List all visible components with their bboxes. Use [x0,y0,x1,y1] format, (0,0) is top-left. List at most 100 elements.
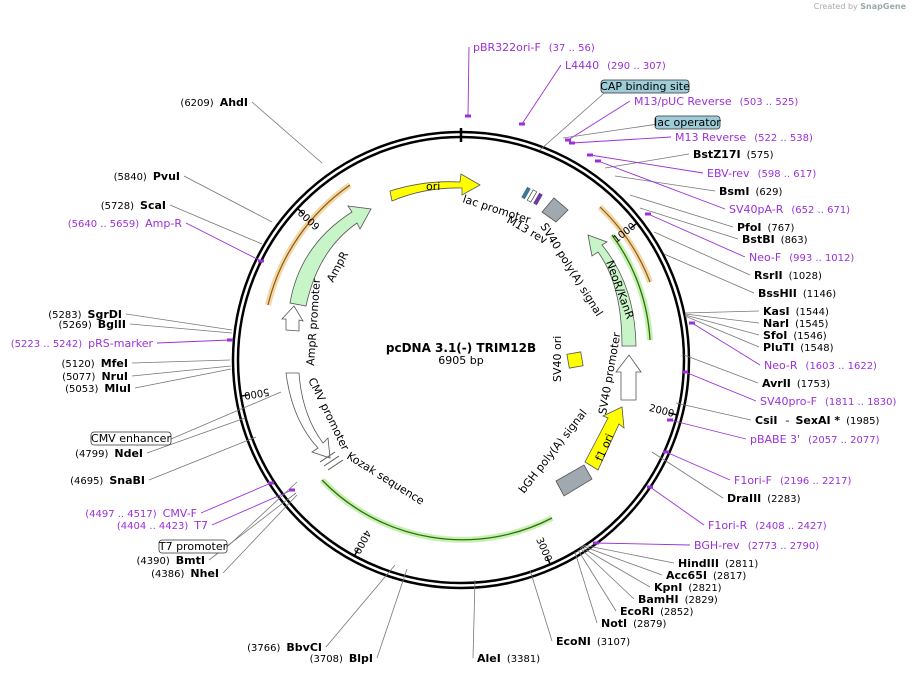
box-label-0[interactable]: CAP binding site [600,80,690,93]
enzyme-pos-32: (767) [768,223,795,234]
ampr-arrow [289,205,372,307]
enzyme-name-18[interactable]: BamHI [638,593,679,606]
enzyme-name-34[interactable]: BstZ17I [693,148,741,161]
enzyme-name-3[interactable]: SgrDI [88,308,122,321]
enzyme-name-8[interactable]: NdeI [114,447,143,460]
enzyme-pos-0: (6209) [180,98,213,109]
sv40-promoter-label: SV40 promoter [596,331,623,416]
primer-leader-14 [156,339,231,344]
enzyme-name-29[interactable]: BssHII [758,287,797,300]
box-frame-3 [158,539,228,554]
enzyme-leader-2 [169,204,263,245]
enzyme-name-30[interactable]: RsrII [754,269,783,282]
primer-name-9[interactable]: pBABE 3' [750,433,800,446]
primer-name-2[interactable]: M13/pUC Reverse [634,95,732,108]
box-label-1[interactable]: lac operator [654,116,721,129]
enzyme-pos-5: (5120) [61,359,94,370]
primer-leader-15 [200,482,272,514]
enzyme-name-28[interactable]: KasI [763,305,790,318]
enzyme-leader-20 [581,545,663,576]
f1-ori-arrow [584,406,625,471]
enzyme-name-22[interactable]: DraIII [727,492,761,505]
primer-name-3[interactable]: M13 Reverse [675,131,746,144]
enzyme-name-19[interactable]: KpnI [654,581,682,594]
box-frame-1 [654,115,721,130]
enzyme-name-1[interactable]: PvuI [153,170,180,183]
primer-name-11[interactable]: F1ori-R [708,519,748,532]
sexai-name[interactable]: SexAI * [795,414,840,427]
enzyme-name-21[interactable]: HindIII [678,557,719,570]
enzyme-leader-18 [579,547,635,600]
primer-range-0: (37 .. 56) [549,43,595,54]
enzyme-name-5[interactable]: MfeI [101,357,128,370]
enzyme-name-17[interactable]: EcoRI [620,605,654,618]
primer-leader-7 [691,322,761,366]
enzyme-name-13[interactable]: BlpI [349,652,373,665]
enzyme-name-10[interactable]: BmtI [176,554,205,567]
tick-label-4: 5000 [243,386,270,401]
primer-site-4 [587,153,593,157]
enzyme-pos-30: (1028) [789,271,822,282]
primer-name-0[interactable]: pBR322ori-F [473,41,541,54]
enzyme-name-4[interactable]: BglII [98,318,126,331]
enzyme-name-6[interactable]: NruI [101,370,128,383]
primer-name-7[interactable]: Neo-R [764,359,798,372]
enzyme-leader-24 [683,354,759,384]
primer-leader-0 [467,46,470,117]
enzyme-pos-31: (863) [781,235,808,246]
neor-arrow [587,234,637,347]
primer-site-3 [569,141,575,145]
enzyme-name-23[interactable]: CsiI [755,414,777,427]
enzyme-leader-4 [129,323,233,334]
enzyme-name-7[interactable]: MluI [104,382,131,395]
primer-range-7: (1603 .. 1622) [806,361,878,372]
enzyme-name-20[interactable]: Acc65I [666,569,707,582]
enzyme-name-2[interactable]: ScaI [140,199,166,212]
primer-name-16[interactable]: T7 [193,519,208,532]
enzyme-leader-22 [651,451,724,499]
primer-site-14 [227,338,233,342]
primer-name-1[interactable]: L4440 [565,59,599,72]
tick-mark-3 [353,548,359,558]
enzyme-pos-29: (1146) [803,289,836,300]
primer-name-12[interactable]: BGH-rev [694,539,740,552]
primer-range-10: (2196 .. 2217) [780,476,852,487]
enzyme-name-32[interactable]: PfoI [737,221,762,234]
enzyme-name-16[interactable]: NotI [601,617,627,630]
primer-range-12: (2773 .. 2790) [748,541,820,552]
tick-mark-5 [296,207,304,215]
primer-name-10[interactable]: F1ori-F [734,474,772,487]
sexai-pos: (1985) [846,416,879,427]
enzyme-name-0[interactable]: AhdI [220,96,248,109]
enzyme-pos-1: (5840) [114,172,147,183]
primer-name-4[interactable]: EBV-rev [707,167,750,180]
enzyme-name-15[interactable]: EcoNI [556,635,591,648]
primer-site-2 [565,138,571,142]
enzyme-name-11[interactable]: NheI [190,567,219,580]
enzyme-name-27[interactable]: NarI [763,317,789,330]
box-label-3[interactable]: T7 promoter [158,540,228,553]
enzyme-name-33[interactable]: BsmI [719,185,750,198]
enzyme-leader-30 [653,231,751,276]
enzyme-pos-27: (1545) [795,319,828,330]
primer-name-6[interactable]: Neo-F [749,251,781,264]
enzyme-name-25[interactable]: PluTI [763,341,794,354]
plasmid-size: 6905 bp [438,354,483,367]
enzyme-name-31[interactable]: BstBI [742,233,775,246]
primer-name-14[interactable]: pRS-marker [88,337,153,350]
enzyme-pos-19: (2821) [688,583,721,594]
cap-site-box [526,189,538,203]
enzyme-name-26[interactable]: SfoI [763,329,787,342]
enzyme-name-24[interactable]: AvrII [762,377,791,390]
enzyme-name-12[interactable]: BbvCI [286,641,322,654]
primer-name-5[interactable]: SV40pA-R [729,203,784,216]
primer-site-10 [663,450,669,454]
primer-name-13[interactable]: Amp-R [145,217,182,230]
primer-name-8[interactable]: SV40pro-F [760,395,817,408]
enzyme-name-9[interactable]: SnaBI [109,474,145,487]
enzyme-name-14[interactable]: AleI [477,652,501,665]
primer-leader-3 [571,136,672,144]
box-leader-2 [170,391,282,440]
primer-name-15[interactable]: CMV-F [163,507,197,520]
box-label-2[interactable]: CMV enhancer [91,432,171,445]
